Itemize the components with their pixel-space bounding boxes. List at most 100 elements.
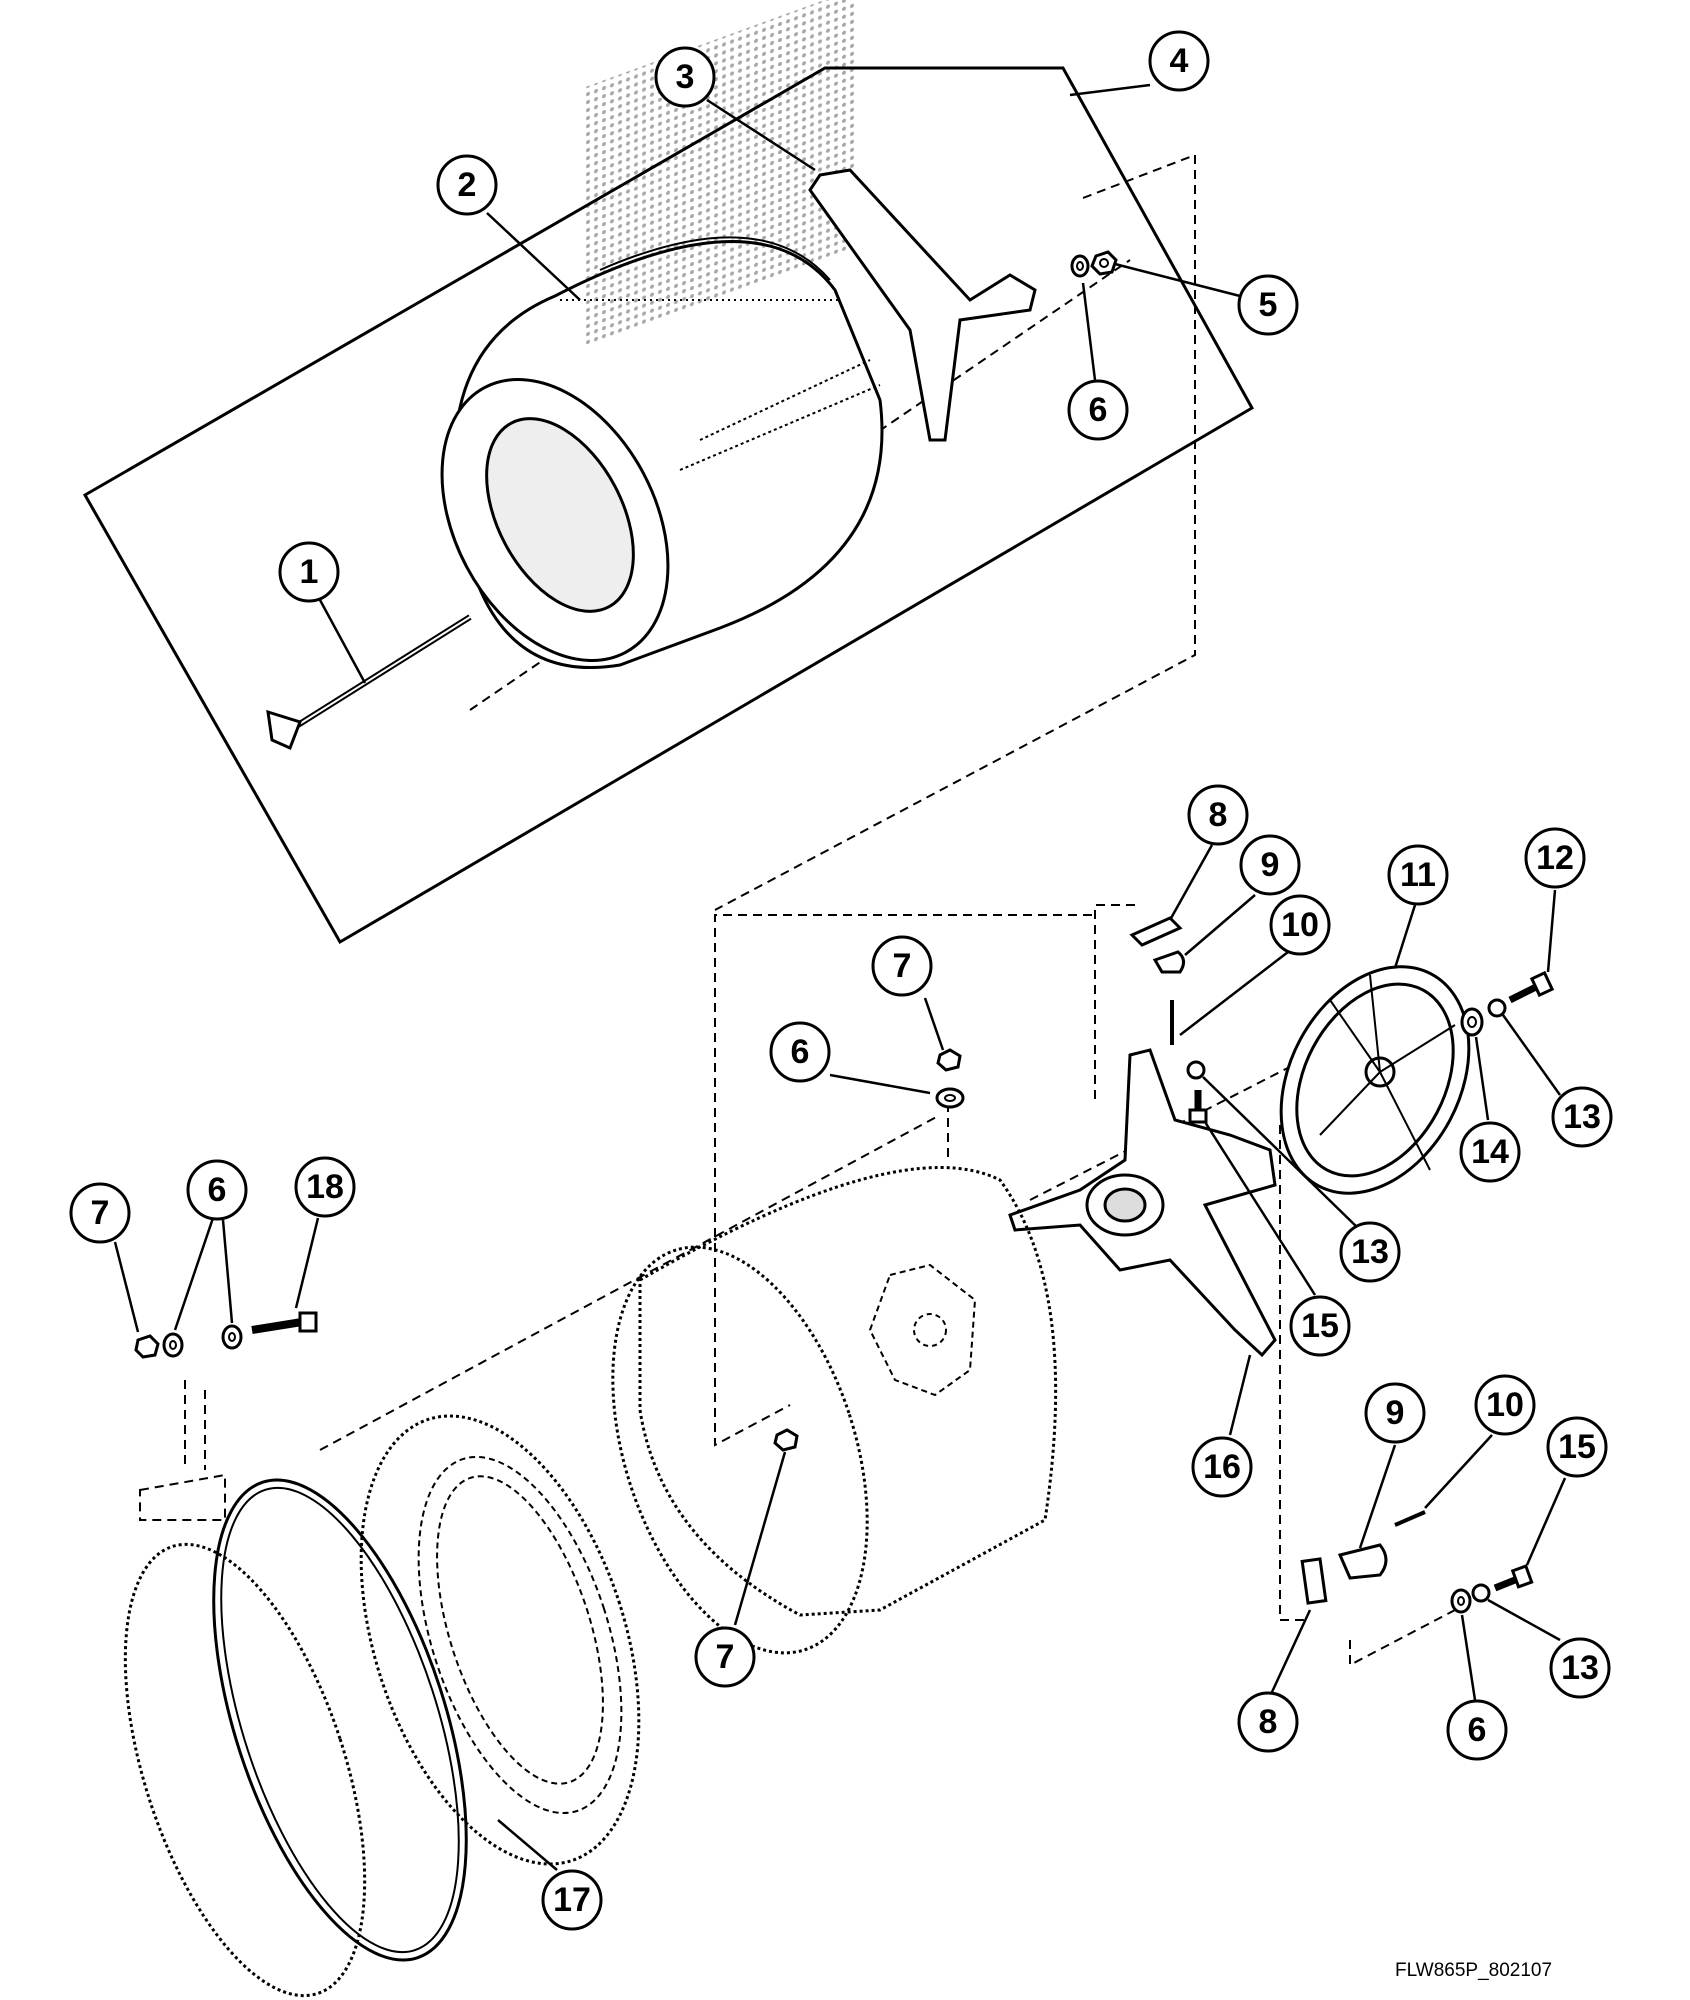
callout-14: 14 xyxy=(1459,1121,1521,1183)
part-6-washer-lower xyxy=(1450,1588,1472,1614)
callout-7a: 7 xyxy=(871,935,933,997)
leader-13b xyxy=(1202,1076,1361,1231)
svg-text:17: 17 xyxy=(553,1881,591,1919)
part-17-seal-ring xyxy=(212,1478,468,1962)
assembly-box-outline xyxy=(82,66,1255,945)
leader-6a xyxy=(1081,282,1097,381)
callout-3: 3 xyxy=(654,46,716,108)
part-16-bearing-housing xyxy=(1008,1048,1277,1358)
leader-8b xyxy=(1270,1609,1312,1693)
callout-15b: 15 xyxy=(1546,1416,1608,1478)
leader-15a xyxy=(1203,1121,1317,1296)
part-13-lock-washer-hub xyxy=(1186,1060,1206,1080)
leader-13a xyxy=(1501,1014,1562,1096)
svg-text:18: 18 xyxy=(306,1168,344,1206)
part-3-drum-spider xyxy=(808,168,1037,442)
top-axis-dash xyxy=(469,259,1131,711)
callout-17: 17 xyxy=(541,1869,603,1931)
leader-17 xyxy=(497,1819,558,1871)
leader-6c-2 xyxy=(221,1219,234,1324)
svg-text:16: 16 xyxy=(1203,1448,1241,1486)
axis-dash-long xyxy=(319,1114,941,1451)
leader-10a xyxy=(1179,951,1289,1036)
leader-6d xyxy=(1460,1614,1477,1701)
part-18-clamp-bolt xyxy=(251,1311,318,1334)
leader-12 xyxy=(1546,889,1557,973)
svg-text:15: 15 xyxy=(1301,1307,1339,1345)
leader-16 xyxy=(1228,1354,1252,1436)
callout-12: 12 xyxy=(1524,827,1586,889)
part-7-nut-tub-front xyxy=(773,1428,799,1452)
leader-6c-1 xyxy=(173,1217,215,1331)
callout-13a: 13 xyxy=(1551,1086,1613,1148)
svg-text:6: 6 xyxy=(1468,1711,1487,1749)
part-11-pulley xyxy=(1279,965,1471,1195)
part-14-flat-washer xyxy=(1460,1007,1484,1037)
callout-6d: 6 xyxy=(1446,1699,1508,1761)
leader-7c xyxy=(113,1241,140,1333)
svg-text:7: 7 xyxy=(716,1638,735,1676)
svg-text:15: 15 xyxy=(1558,1428,1596,1466)
part-13-lock-washer-lower xyxy=(1471,1583,1491,1603)
tub-dash-box xyxy=(714,914,1092,1447)
svg-text:13: 13 xyxy=(1351,1233,1389,1271)
leader-9b xyxy=(1358,1444,1397,1549)
leader-3 xyxy=(706,98,816,172)
callout-7c: 7 xyxy=(69,1182,131,1244)
leader-1 xyxy=(318,599,367,684)
callout-13b: 13 xyxy=(1339,1221,1401,1283)
leader-18 xyxy=(294,1217,320,1309)
leader-4 xyxy=(1069,83,1151,97)
leader-9a xyxy=(1184,894,1256,956)
leader-7a xyxy=(923,997,945,1051)
part-5-nut-top xyxy=(1090,250,1118,276)
svg-text:4: 4 xyxy=(1170,42,1189,80)
callout-6c: 6 xyxy=(186,1159,248,1221)
svg-text:10: 10 xyxy=(1486,1386,1524,1424)
part-6-washer-clamp-b xyxy=(221,1324,243,1350)
leader-6b xyxy=(829,1073,931,1095)
svg-text:14: 14 xyxy=(1471,1133,1509,1171)
callout-4: 4 xyxy=(1148,30,1210,92)
callout-10a: 10 xyxy=(1269,894,1331,956)
callout-9a: 9 xyxy=(1239,834,1301,896)
leader-11 xyxy=(1393,904,1417,969)
document-code: FLW865P_802107 xyxy=(1395,1960,1553,1981)
svg-text:2: 2 xyxy=(458,166,477,204)
callout-8b: 8 xyxy=(1237,1691,1299,1753)
callout-18: 18 xyxy=(294,1156,356,1218)
leader-10b xyxy=(1424,1434,1493,1509)
leader-15b xyxy=(1525,1477,1567,1566)
part-10-sensor-lower xyxy=(1394,1510,1426,1527)
svg-text:6: 6 xyxy=(208,1171,227,1209)
right-dash-box xyxy=(1279,1125,1305,1621)
svg-text:9: 9 xyxy=(1386,1394,1405,1432)
leader-8a xyxy=(1168,844,1214,921)
clamp-ring xyxy=(123,1380,367,1998)
part-15-bolt-lower xyxy=(1493,1564,1534,1592)
part-6-washer-top xyxy=(1070,254,1090,278)
part-13-lock-washer-pulley xyxy=(1487,998,1507,1018)
leader-13c xyxy=(1487,1598,1561,1642)
part-7-nut-tub-top xyxy=(936,1048,962,1072)
callout-9b: 9 xyxy=(1364,1382,1426,1444)
svg-text:11: 11 xyxy=(1400,856,1436,894)
right-dash-lower xyxy=(1349,1609,1456,1667)
svg-text:8: 8 xyxy=(1209,796,1228,834)
callout-13c: 13 xyxy=(1549,1637,1611,1699)
svg-text:5: 5 xyxy=(1259,286,1278,324)
part-9-clip-lower xyxy=(1337,1543,1388,1580)
part-7-nut-clamp xyxy=(134,1334,160,1359)
svg-text:3: 3 xyxy=(676,58,695,96)
part-1-shaft-rod xyxy=(266,614,472,751)
hub-dash-box xyxy=(1094,904,1135,1100)
callout-1: 1 xyxy=(278,541,340,603)
callout-2: 2 xyxy=(436,154,498,216)
part-2-drum-basket xyxy=(440,0,884,670)
callout-7b: 7 xyxy=(694,1626,756,1688)
svg-text:12: 12 xyxy=(1536,839,1574,877)
svg-text:9: 9 xyxy=(1261,846,1280,884)
leader-5 xyxy=(1114,262,1241,298)
callout-8a: 8 xyxy=(1187,784,1249,846)
